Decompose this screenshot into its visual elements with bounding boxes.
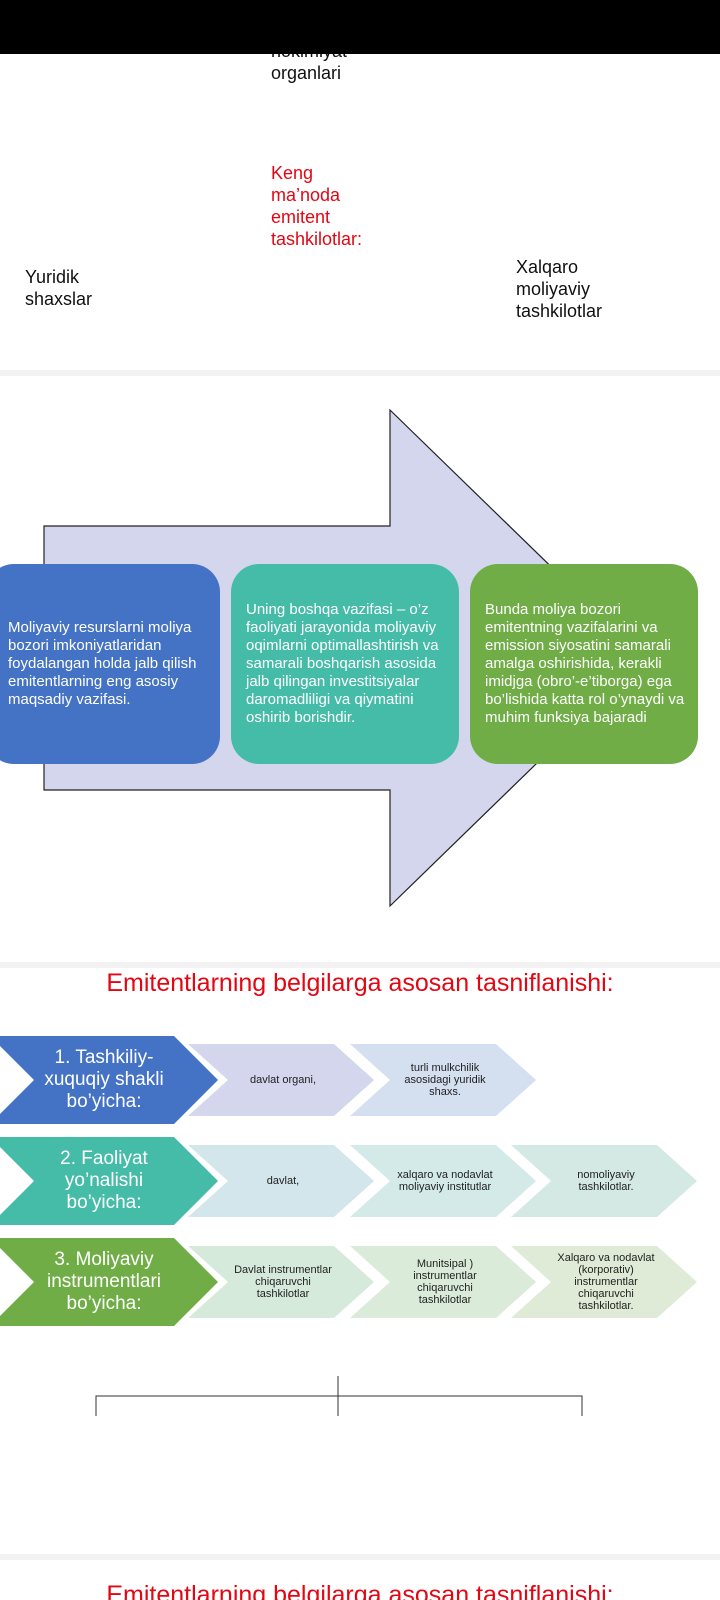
left-label: Yuridik shaxslar [25, 267, 93, 309]
box-main-purpose: Moliyaviy resurslarni moliya bozori imko… [0, 564, 220, 764]
row1-item-1: davlat organi, [249, 1074, 317, 1086]
top-status-bar [0, 0, 720, 54]
box-market-role-text: Bunda moliya bozori emitentning vazifala… [485, 601, 685, 726]
slide-emitent-classification-next: Emitentlarning belgilarga asosan tasnifl… [0, 1560, 720, 1600]
classification-chevrons [0, 1036, 697, 1416]
slide-emitent-functions: Moliyaviy resurslarni moliya bozori imko… [0, 376, 720, 962]
row2-header: 2. Faoliyat yo’nalishi bo’yicha: [60, 1148, 148, 1213]
row1-item-2: turli mulkchilik asosidagi yuridik shaxs… [404, 1062, 486, 1098]
right-label: Xalqaro moliyaviy tashkilotlar [516, 257, 603, 321]
slide-title: Emitentlarning belgilarga asosan tasnifl… [106, 969, 614, 997]
row2-item-3: nomoliyaviy tashkilotlar. [577, 1169, 635, 1193]
center-title: Keng ma’noda emitent tashkilotlar: [271, 163, 363, 249]
partial-label-organlari: organlari [271, 63, 342, 83]
box-market-role: Bunda moliya bozori emitentning vazifala… [470, 564, 698, 764]
partial-label-top: hokimiyat [271, 54, 347, 62]
slide-title-next: Emitentlarning belgilarga asosan tasnifl… [106, 1581, 614, 1600]
row2-item-2: xalqaro va nodavlat moliyaviy institutla… [397, 1169, 493, 1193]
slide-emitent-classification: Emitentlarning belgilarga asosan tasnifl… [0, 968, 720, 1554]
slide-emitent-types: hokimiyat organlari Keng ma’noda emitent… [0, 54, 720, 370]
row3-item-2: Munitsipal ) instrumentlar chiqaruvchi t… [413, 1258, 477, 1306]
row3-header: 3. Moliyaviy instrumentlari bo’yicha: [46, 1249, 162, 1314]
row3-item-3: Xalqaro va nodavlat (korporativ) instrum… [557, 1252, 655, 1312]
row2-item-1: davlat, [266, 1175, 300, 1187]
box-other-function-text: Uning boshqa vazifasi – o’z faoliyati ja… [246, 601, 439, 726]
box-other-function: Uning boshqa vazifasi – o’z faoliyati ja… [231, 564, 459, 764]
row3-item-1: Davlat instrumentlar chiqaruvchi tashkil… [234, 1264, 332, 1300]
row1-header: 1. Tashkiliy-xuquqiy shakli bo’yicha: [44, 1047, 164, 1112]
box-main-purpose-text: Moliyaviy resurslarni moliya bozori imko… [8, 619, 197, 708]
